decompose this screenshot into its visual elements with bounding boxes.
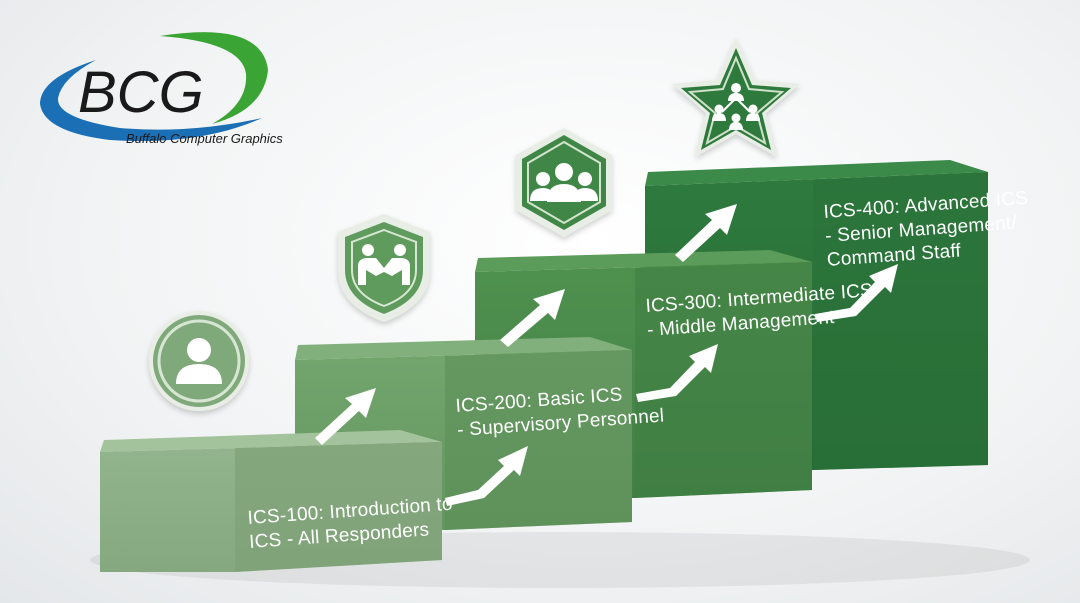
team-hexagon-icon — [516, 128, 612, 237]
logo-mark: BCG — [78, 60, 204, 125]
rising-arrows — [315, 204, 898, 506]
step-1-block — [100, 430, 442, 572]
step-4-label: ICS-400: Advanced ICS - Senior Managemen… — [823, 188, 1029, 271]
logo-green-swoosh — [160, 32, 268, 124]
arrow-1-up-icon — [315, 388, 376, 445]
handshake-shield-icon — [338, 214, 430, 322]
bcg-logo: BCG Buffalo Computer Graphics — [40, 32, 283, 146]
person-icon — [149, 311, 249, 411]
arrow-face-1-icon — [445, 446, 528, 506]
arrow-face-2-icon — [636, 344, 718, 402]
arrow-2-up-icon — [500, 289, 565, 347]
org-star-icon — [672, 38, 800, 157]
arrow-face-3-icon — [815, 264, 898, 322]
logo-company-name: Buffalo Computer Graphics — [126, 131, 283, 146]
arrow-3-up-icon — [675, 204, 737, 262]
